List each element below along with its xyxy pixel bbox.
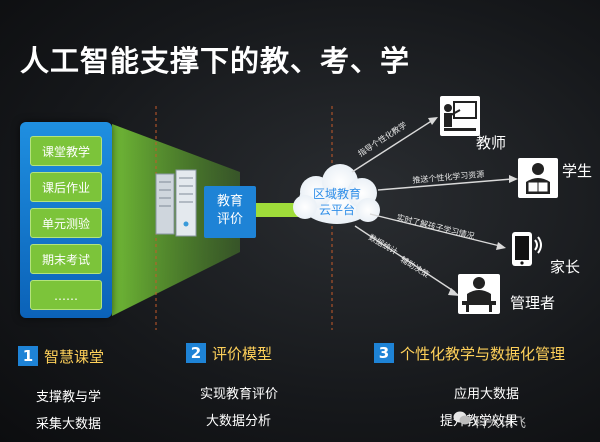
teacher-icon bbox=[440, 96, 480, 136]
arrow-student bbox=[377, 178, 513, 191]
eval-line1: 教育 bbox=[216, 194, 243, 209]
section-title-3: 个性化教学与数据化管理 bbox=[400, 345, 566, 363]
panel-item: 单元测验 bbox=[30, 208, 102, 238]
role-manager: 管理者 bbox=[510, 294, 556, 312]
student-icon bbox=[518, 158, 558, 198]
cloud-line1: 区域教育 bbox=[312, 187, 361, 201]
section-title-1: 智慧课堂 bbox=[44, 348, 105, 366]
panel-item: 课后作业 bbox=[30, 172, 102, 202]
section-number-2: 2 bbox=[186, 343, 206, 363]
watermark-text: 科大讯飞 bbox=[474, 416, 527, 431]
panel-item: 期末考试 bbox=[30, 244, 102, 274]
manager-icon bbox=[458, 274, 500, 314]
eval-line2: 评价 bbox=[216, 212, 243, 227]
server-icon bbox=[155, 169, 197, 237]
panel-item: 课堂教学 bbox=[30, 136, 102, 166]
section-1-line-1: 支撑教与学 bbox=[36, 390, 102, 405]
section-title-2: 评价模型 bbox=[212, 345, 273, 363]
link-eval-cloud bbox=[256, 203, 300, 217]
section-number-3: 3 bbox=[374, 343, 394, 363]
cloud-line2: 云平台 bbox=[318, 203, 355, 217]
role-student: 学生 bbox=[562, 162, 593, 180]
arrow-manager bbox=[354, 225, 456, 293]
panel-item: …… bbox=[30, 280, 102, 310]
section-number-1: 1 bbox=[18, 346, 38, 366]
arrow-parent bbox=[369, 213, 501, 247]
section-2-line-2: 大数据分析 bbox=[206, 414, 272, 429]
section-2-line-1: 实现教育评价 bbox=[200, 387, 279, 402]
page-title: 人工智能支撑下的教、考、学 bbox=[20, 44, 411, 78]
phone-icon bbox=[512, 232, 542, 266]
role-parent: 家长 bbox=[550, 258, 581, 276]
wechat-icon bbox=[453, 411, 471, 425]
section-3-line-1: 应用大数据 bbox=[454, 387, 520, 402]
section-1-line-2: 采集大数据 bbox=[36, 417, 102, 432]
education-evaluation-box: 教育 评价 bbox=[204, 186, 256, 238]
classroom-panel: 课堂教学 课后作业 单元测验 期末考试 …… bbox=[20, 122, 112, 318]
role-teacher: 教师 bbox=[476, 134, 507, 152]
cloud-platform-label: 区域教育 云平台 bbox=[301, 186, 373, 218]
arrow-teacher bbox=[351, 119, 434, 173]
cloud-shape bbox=[293, 164, 380, 224]
